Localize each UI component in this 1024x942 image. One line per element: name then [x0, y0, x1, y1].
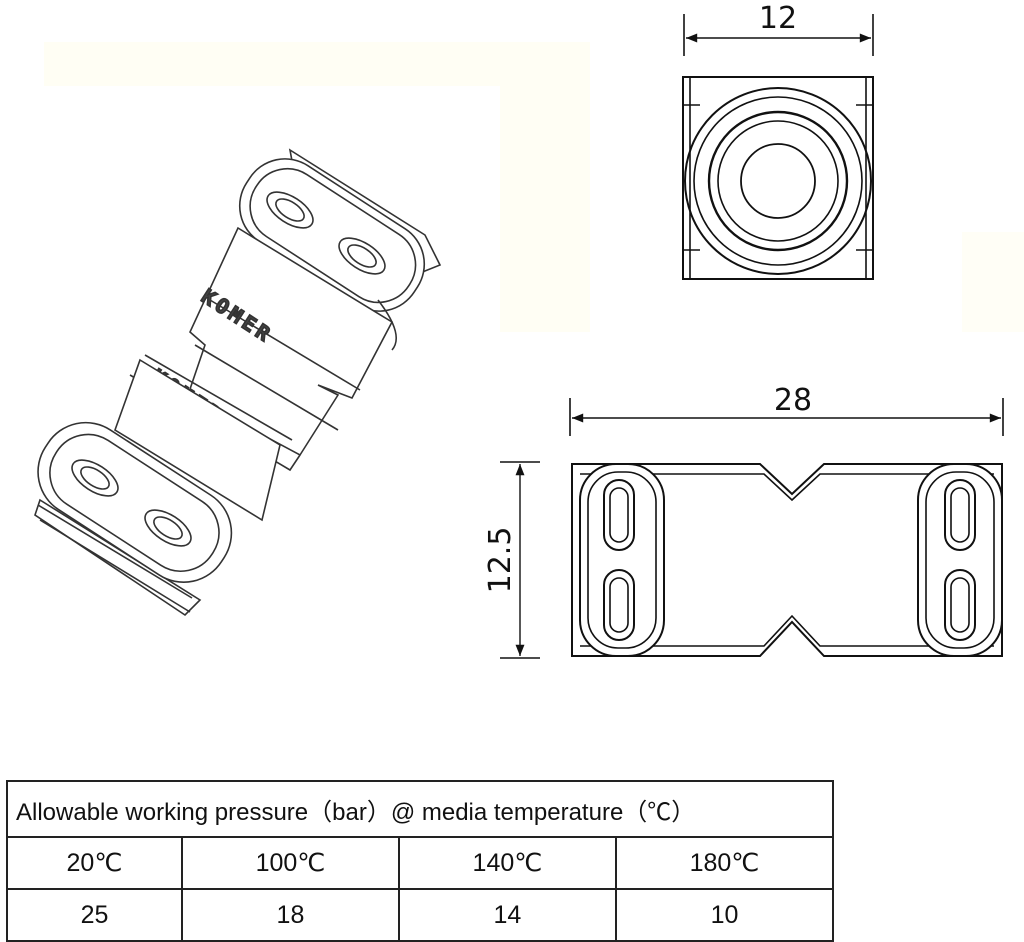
background-tint — [962, 232, 1024, 332]
dimension-width-label: 12 — [759, 1, 797, 36]
dimension-length-label: 28 — [774, 383, 812, 418]
temperature-row: 20℃ 100℃ 140℃ 180℃ — [6, 836, 835, 890]
isometric-view: KOMER KOMER — [34, 148, 442, 617]
pressure-cell: 18 — [180, 888, 400, 942]
table-header-row: Allowable working pressure（bar）@ media t… — [6, 780, 834, 838]
pressure-cell: 25 — [6, 888, 183, 942]
dimension-height-label: 12.5 — [483, 527, 518, 594]
end-view: 12 — [682, 1, 874, 280]
body: KOMER KOMER — [114, 226, 394, 522]
temperature-cell: 180℃ — [614, 836, 835, 890]
temperature-cell: 20℃ — [6, 836, 183, 890]
pressure-cell: 14 — [397, 888, 617, 942]
front-view: 28 12.5 — [483, 383, 1004, 659]
upper-clip — [238, 148, 442, 351]
temperature-cell: 140℃ — [397, 836, 617, 890]
pressure-cell: 10 — [614, 888, 835, 942]
technical-drawing: KOMER KOMER 12 — [34, 1, 1004, 659]
table-title: Allowable working pressure（bar）@ media t… — [6, 780, 834, 838]
pressure-row: 25 18 14 10 — [6, 888, 835, 942]
background-tint — [500, 42, 590, 332]
lower-clip — [34, 421, 233, 617]
temperature-cell: 100℃ — [180, 836, 400, 890]
background-tint — [44, 42, 590, 86]
pressure-temperature-table: Allowable working pressure（bar）@ media t… — [6, 780, 835, 942]
